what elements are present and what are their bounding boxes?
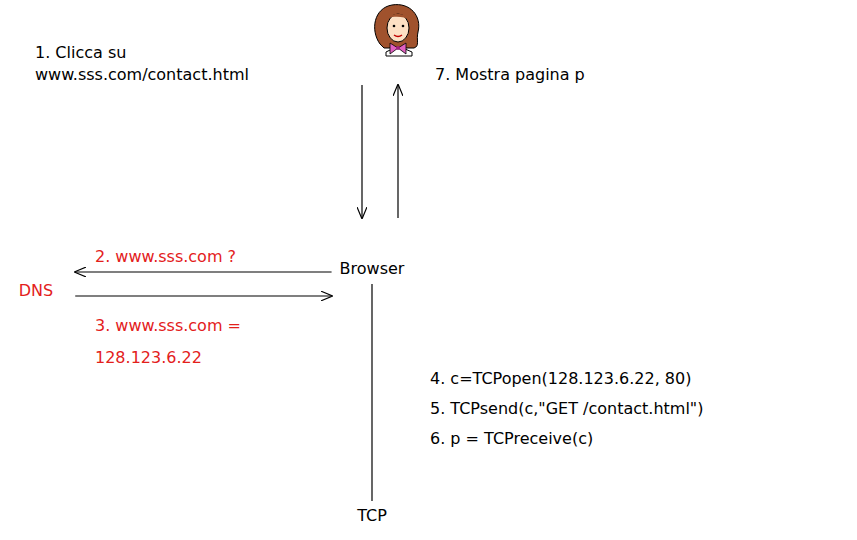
call-label: 4. c=TCPopen(128.123.6.22, 80) xyxy=(430,368,691,390)
node-text: TCP xyxy=(357,506,387,526)
call-label: 5. TCPsend(c,"GET /contact.html") xyxy=(430,398,703,420)
message-label: 3. www.sss.com = 128.123.6.22 xyxy=(95,310,245,374)
connector-arrow xyxy=(371,284,372,501)
node-text: DNS xyxy=(19,281,53,301)
connectors xyxy=(75,272,372,501)
connector-arrow xyxy=(75,295,331,296)
browser-node: Browser xyxy=(336,257,409,281)
dns-node: DNS xyxy=(15,279,57,303)
connector-arrow xyxy=(75,271,331,272)
request-arrow xyxy=(361,85,362,218)
user-browser-arrows xyxy=(362,85,398,218)
step-label: 7. Mostra pagina p xyxy=(435,64,585,86)
node-text: Browser xyxy=(340,259,405,279)
call-label: 6. p = TCPreceive(c) xyxy=(430,428,593,450)
step-label: 1. Clicca su www.sss.com/contact.html xyxy=(35,42,275,86)
message-label: 2. www.sss.com ? xyxy=(95,246,236,268)
response-arrow xyxy=(397,85,398,218)
person-illustration xyxy=(375,5,419,56)
tcp-node: TCP xyxy=(353,504,391,528)
